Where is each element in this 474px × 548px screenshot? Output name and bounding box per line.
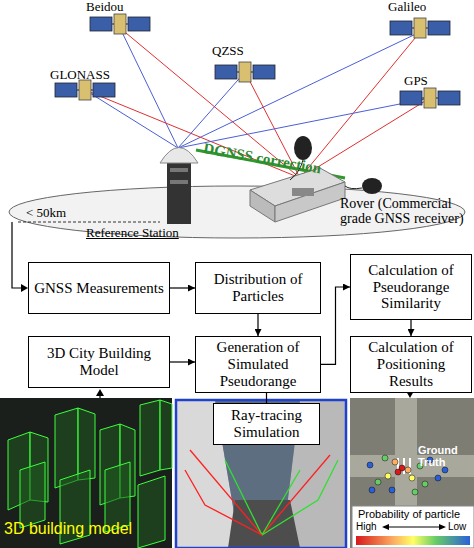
arrow-head bbox=[21, 284, 28, 292]
flow-arrow bbox=[257, 314, 258, 336]
annotation-label: Rover (Commercial grade GNSS receiver) bbox=[340, 196, 474, 227]
process-box: Calculation of Positioning Results bbox=[350, 336, 472, 393]
annotation-label: GLONASS bbox=[50, 68, 130, 82]
box-text: GNSS Measurements bbox=[34, 280, 164, 297]
particle-map-image bbox=[350, 398, 474, 548]
box-text: Ray-tracing Simulation bbox=[216, 407, 317, 441]
distance-line bbox=[18, 222, 160, 223]
annotation-label: Reference Station bbox=[86, 226, 206, 240]
annotation-label: Low bbox=[448, 521, 474, 532]
process-box: Calculation of Pseudorange Similarity bbox=[350, 254, 472, 320]
annotation-label: Probability of particle bbox=[358, 508, 472, 520]
annotation-label: < 50km bbox=[26, 206, 96, 220]
box-text: Distribution of Particles bbox=[198, 271, 318, 305]
process-box: Distribution of Particles bbox=[195, 262, 321, 314]
flow-arrow bbox=[321, 287, 350, 364]
satellite bbox=[55, 80, 115, 100]
annotation-label: High bbox=[356, 521, 384, 532]
process-box: GNSS Measurements bbox=[28, 262, 170, 314]
satellite bbox=[400, 88, 460, 108]
annotation-label: GPS bbox=[404, 74, 444, 88]
annotation-label: 3D building model bbox=[4, 520, 172, 538]
probability-color-bar bbox=[356, 536, 470, 545]
box-text: Calculation of Positioning Results bbox=[353, 339, 469, 390]
box-text: Calculation of Pseudorange Similarity bbox=[353, 262, 469, 313]
annotation-label: Ground Truth bbox=[418, 444, 474, 468]
satellite bbox=[90, 14, 150, 34]
satellite bbox=[215, 62, 275, 82]
flow-arrow bbox=[170, 361, 195, 362]
range-arrow bbox=[384, 527, 444, 528]
process-box: Ray-tracing Simulation bbox=[213, 403, 320, 445]
annotation-label: QZSS bbox=[212, 44, 262, 58]
satellite bbox=[390, 18, 450, 38]
box-text: Generation of Simulated Pseudorange bbox=[198, 339, 318, 390]
data-line bbox=[12, 222, 26, 288]
building-model-image bbox=[0, 398, 172, 548]
process-box: Generation of Simulated Pseudorange bbox=[195, 336, 321, 393]
reference-station bbox=[160, 148, 198, 225]
flow-arrow bbox=[170, 287, 195, 288]
flow-arrow bbox=[266, 393, 267, 403]
ray-tracing-image bbox=[176, 400, 346, 548]
box-text: 3D City Building Model bbox=[31, 345, 167, 379]
arrow-head bbox=[96, 389, 104, 396]
annotation-label: Beidou bbox=[86, 0, 156, 14]
annotation-label: DGNSS correction bbox=[202, 140, 362, 184]
process-box: 3D City Building Model bbox=[28, 336, 170, 388]
flow-arrow bbox=[410, 320, 411, 336]
annotation-label: Galileo bbox=[388, 0, 458, 14]
